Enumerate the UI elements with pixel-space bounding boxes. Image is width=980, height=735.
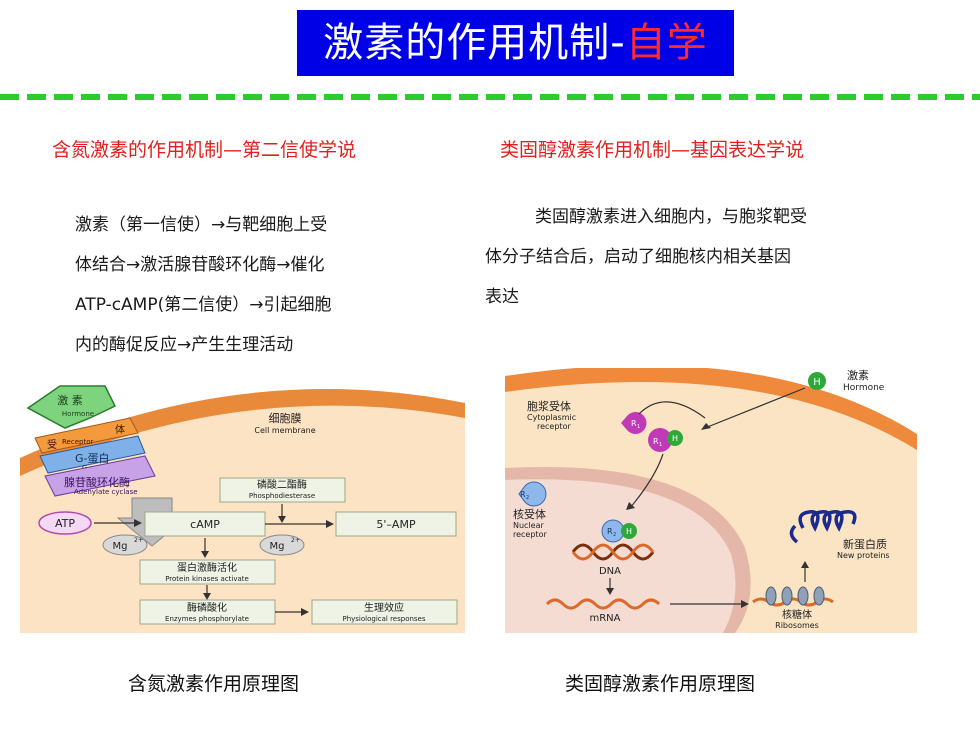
mg-label-2: Mg	[270, 541, 285, 552]
pk-box	[139, 559, 276, 585]
r2-label: R	[520, 490, 526, 499]
newprot-en-label: New proteins	[837, 551, 890, 560]
r1h-hormone	[667, 430, 683, 446]
receptor-shape	[34, 417, 139, 454]
right-caption: 类固醇激素作用原理图	[565, 673, 756, 695]
ribosome-2	[781, 586, 793, 606]
amp-label: 5'–AMP	[376, 518, 416, 531]
ribosome-3	[797, 586, 809, 606]
hormone-en-label: Hormone	[843, 383, 885, 393]
r1-label: R	[631, 419, 637, 428]
left-paragraph: 激素（第一信使）→与靶细胞上受 体结合→激活腺苷酸环化酶→催化 ATP-cAMP…	[75, 205, 435, 365]
membrane-cn-label: 细胞膜	[269, 412, 302, 425]
ribo-cn-label: 核糖体	[782, 608, 812, 621]
hormone-cn-label: 激素	[847, 368, 869, 382]
adenylate-en-label: Adenylate cyclase	[74, 488, 138, 496]
mrna-strand	[545, 598, 661, 610]
right-paragraph: 类固醇激素进入细胞内，与胞浆靶受 体分子结合后，启动了细胞核内相关基因 表达	[485, 197, 905, 317]
steroid-hormone-diagram: H 激素 Hormone 胞浆受体 Cytoplasmic receptor R…	[505, 368, 917, 633]
camp-label: cAMP	[190, 518, 220, 531]
nuc-cn-label: 核受体	[513, 507, 546, 521]
steroid-diagram-svg: H 激素 Hormone 胞浆受体 Cytoplasmic receptor R…	[505, 368, 917, 633]
mg-sup-2: 2+	[291, 537, 300, 544]
r2h-receptor	[601, 519, 625, 543]
enz-en-label: Enzymes phosphorylate	[165, 615, 249, 623]
enz-cn-label: 酶磷酸化	[187, 601, 227, 614]
ribosome-1	[765, 586, 777, 606]
pde-cn-label: 磷酸二酯酶	[257, 478, 307, 491]
dna-strand-2	[571, 543, 655, 561]
mg-sup-1: 2+	[134, 537, 143, 544]
nuc-en2-label: receptor	[513, 530, 547, 539]
receptor-cn2-label: 体	[115, 424, 125, 436]
dashed-divider	[0, 94, 980, 100]
title-main: 激素的作用机制-	[323, 20, 626, 66]
amp-box	[335, 511, 457, 537]
mrna-label: mRNA	[589, 613, 620, 624]
new-protein-coil	[798, 510, 857, 532]
r1-receptor-shape	[621, 412, 647, 434]
mg-ellipse-2	[259, 534, 305, 556]
nitrogen-hormone-diagram: 激 素 Hormone 受 Receptor 体 G-蛋白 G-protein …	[20, 378, 465, 633]
page-title: 激素的作用机制-自学	[297, 10, 734, 76]
hormone-shape	[26, 385, 117, 429]
r2h-h-label: H	[626, 527, 632, 536]
left-caption: 含氮激素作用原理图	[128, 673, 300, 695]
right-section-title: 类固醇激素作用机制—基因表达学说	[500, 139, 805, 161]
cyto-cn-label: 胞浆受体	[527, 399, 571, 413]
ribo-en-label: Ribosomes	[775, 621, 819, 630]
right-line-3: 表达	[485, 287, 519, 307]
membrane-en-label: Cell membrane	[254, 426, 315, 435]
right-line-2: 体分子结合后，启动了细胞核内相关基因	[485, 247, 791, 267]
phys-cn-label: 生理效应	[364, 601, 404, 614]
camp-box	[144, 511, 266, 537]
left-line-2: 体结合→激活腺苷酸环化酶→催化	[75, 255, 325, 275]
left-line-4: 内的酶促反应→产生生理活动	[75, 335, 294, 355]
r2h-hormone	[621, 523, 637, 539]
phys-box	[311, 599, 458, 625]
pk-en-label: Protein kinases activate	[165, 575, 249, 583]
left-line-3: ATP-cAMP(第二信使）→引起细胞	[75, 295, 332, 315]
r1-sub: 1	[637, 424, 640, 430]
hormone-legend-h: H	[813, 377, 821, 388]
r1h-label: R	[653, 437, 659, 446]
pde-box	[219, 477, 346, 503]
atp-ellipse	[38, 511, 92, 535]
adenylate-shape	[44, 455, 156, 497]
r1h-h-label: H	[672, 434, 678, 443]
cyto-en2-label: receptor	[537, 422, 571, 431]
receptor-en-label: Receptor	[62, 438, 93, 446]
hormone-cn-label: 激 素	[57, 393, 83, 407]
right-line-1: 类固醇激素进入细胞内，与胞浆靶受	[535, 207, 807, 227]
hormone-legend-icon	[808, 372, 826, 390]
r1h-sub: 1	[659, 442, 662, 448]
r2-receptor-shape	[518, 481, 547, 507]
nuc-en1-label: Nuclear	[513, 521, 545, 530]
newprot-cn-label: 新蛋白质	[843, 537, 887, 551]
pk-cn-label: 蛋白激酶活化	[177, 561, 237, 574]
r2h-label: R	[607, 527, 613, 536]
hormone-en-label: Hormone	[62, 410, 94, 418]
r2h-sub: 2	[613, 532, 616, 538]
phys-en-label: Physiological responses	[342, 615, 425, 623]
r1h-receptor	[648, 428, 672, 452]
pde-en-label: Phosphodiesterase	[249, 492, 315, 500]
gprotein-cn-label: G-蛋白	[75, 451, 110, 465]
nitrogen-diagram-svg: 激 素 Hormone 受 Receptor 体 G-蛋白 G-protein …	[20, 378, 465, 633]
adenylate-cn-label: 腺苷酸环化酶	[64, 475, 130, 489]
nucleus-inner	[505, 479, 736, 633]
gprotein-shape	[39, 435, 146, 474]
dna-label: DNA	[599, 566, 621, 577]
ribosome-4	[813, 586, 825, 606]
cyto-en1-label: Cytoplasmic	[527, 413, 576, 422]
left-line-1: 激素（第一信使）→与靶细胞上受	[75, 215, 328, 235]
mg-label-1: Mg	[113, 541, 128, 552]
atp-label: ATP	[55, 517, 75, 530]
title-accent: 自学	[625, 20, 708, 66]
left-section-title: 含氮激素的作用机制—第二信使学说	[52, 139, 357, 161]
r2-sub: 2	[526, 495, 529, 501]
mg-ellipse-1	[102, 534, 148, 556]
receptor-cn-label: 受	[47, 439, 57, 451]
